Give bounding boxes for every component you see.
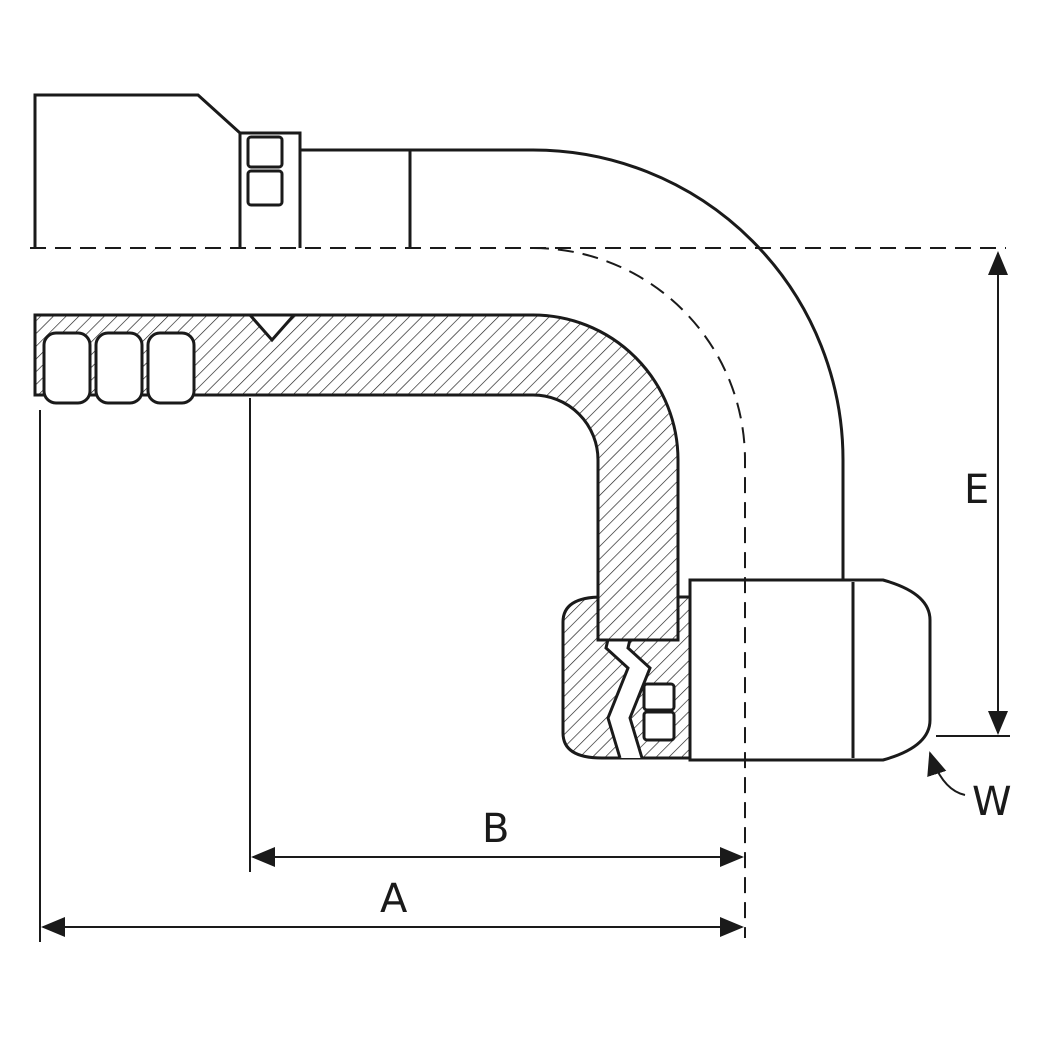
fitting-outer-profile xyxy=(33,93,845,580)
nut-detail-square-lower xyxy=(642,710,676,742)
hose-barb-3 xyxy=(146,331,196,405)
dimension-label-w: W xyxy=(972,779,1012,825)
lock-ring-detail-upper xyxy=(246,135,284,169)
fitting-body-group xyxy=(33,93,932,762)
nut-detail-square-upper xyxy=(642,682,676,712)
hose-barb-2 xyxy=(94,331,144,405)
swivel-nut-outline xyxy=(688,578,932,762)
dimension-label-e: E xyxy=(964,467,989,513)
centerlines-group xyxy=(30,247,1006,938)
stem-notch xyxy=(246,313,298,343)
lock-ring-detail-lower xyxy=(246,169,284,207)
dimension-label-b: B xyxy=(482,806,509,852)
dimensions-group xyxy=(39,251,1010,942)
leader-line-w xyxy=(927,751,966,796)
hose-barb-1 xyxy=(42,331,92,405)
dimension-label-a: A xyxy=(380,876,408,922)
